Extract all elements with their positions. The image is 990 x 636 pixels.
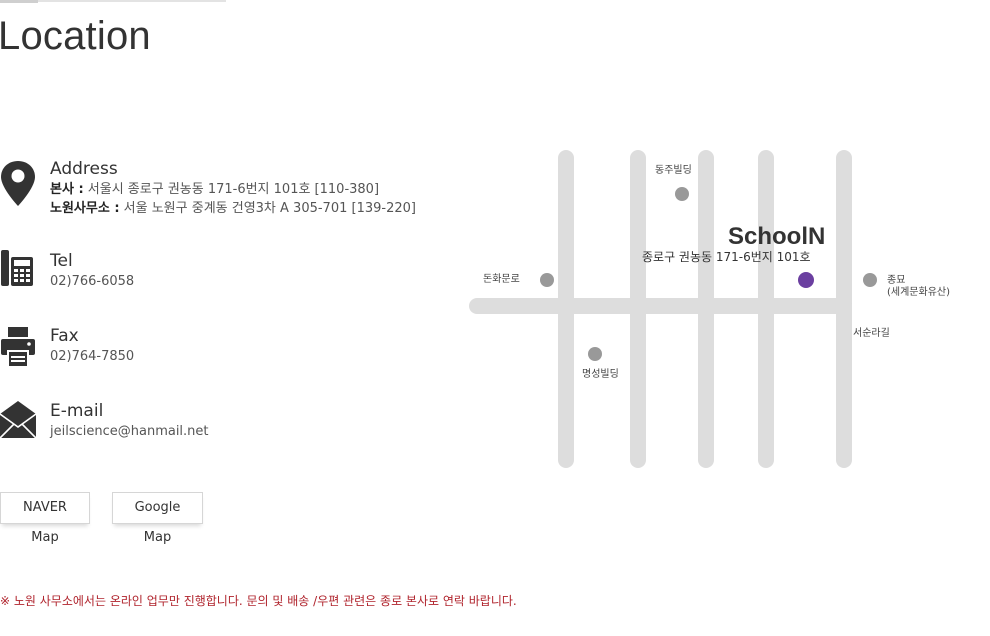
location-map: 동주빌딩 돈화문로 종묘 (세계문화유산) 서순라길 명성빌딩 SchoolN … <box>469 150 950 468</box>
marker-dongju <box>675 187 689 201</box>
email-value: jeilscience@hanmail.net <box>50 424 209 439</box>
marker-jongmyo <box>863 273 877 287</box>
address-branch-label: 노원사무소 : <box>50 201 120 216</box>
marker-myeongseong <box>588 347 602 361</box>
top-divider <box>0 0 226 2</box>
address-hq-value: 서울시 종로구 권농동 171-6번지 101호 [110-380] <box>83 182 380 197</box>
map-pin-icon <box>1 161 35 206</box>
label-donhwa: 돈화문로 <box>483 273 520 285</box>
address-heading: Address <box>50 159 118 179</box>
page-title: Location <box>0 14 151 58</box>
google-map-button[interactable]: Google Map <box>112 492 203 545</box>
notice-text: ※ 노원 사무소에서는 온라인 업무만 진행합니다. 문의 및 배송 /우편 관… <box>0 594 517 608</box>
address-branch-value: 서울 노원구 중계동 건영3차 A 305-701 [139-220] <box>119 201 416 216</box>
naver-map-button[interactable]: NAVER Map <box>0 492 90 545</box>
marker-donhwa <box>540 273 554 287</box>
telephone-icon <box>1 250 33 286</box>
tel-value: 02)766-6058 <box>50 274 135 289</box>
label-jongmyo: 종묘 <box>887 274 905 286</box>
email-heading: E-mail <box>50 401 104 421</box>
envelope-icon <box>0 401 36 439</box>
top-divider-accent <box>0 0 38 3</box>
marker-schoolin <box>798 272 814 288</box>
tel-heading: Tel <box>50 251 73 271</box>
address-hq: 본사 : 서울시 종로구 권농동 171-6번지 101호 [110-380] <box>50 180 416 199</box>
label-dongju: 동주빌딩 <box>655 164 692 176</box>
fax-icon <box>1 327 35 368</box>
label-seosun: 서순라길 <box>853 326 890 339</box>
map-address: 종로구 권농동 171-6번지 101호 <box>642 250 811 264</box>
address-hq-label: 본사 : <box>50 182 84 197</box>
fax-value: 02)764-7850 <box>50 349 135 364</box>
map-brand: SchoolN <box>728 223 825 250</box>
fax-heading: Fax <box>50 326 79 346</box>
label-myeongseong: 명성빌딩 <box>582 368 619 380</box>
address-branch: 노원사무소 : 서울 노원구 중계동 건영3차 A 305-701 [139-2… <box>50 199 416 218</box>
label-jongmyo-sub: (세계문화유산) <box>887 286 950 298</box>
